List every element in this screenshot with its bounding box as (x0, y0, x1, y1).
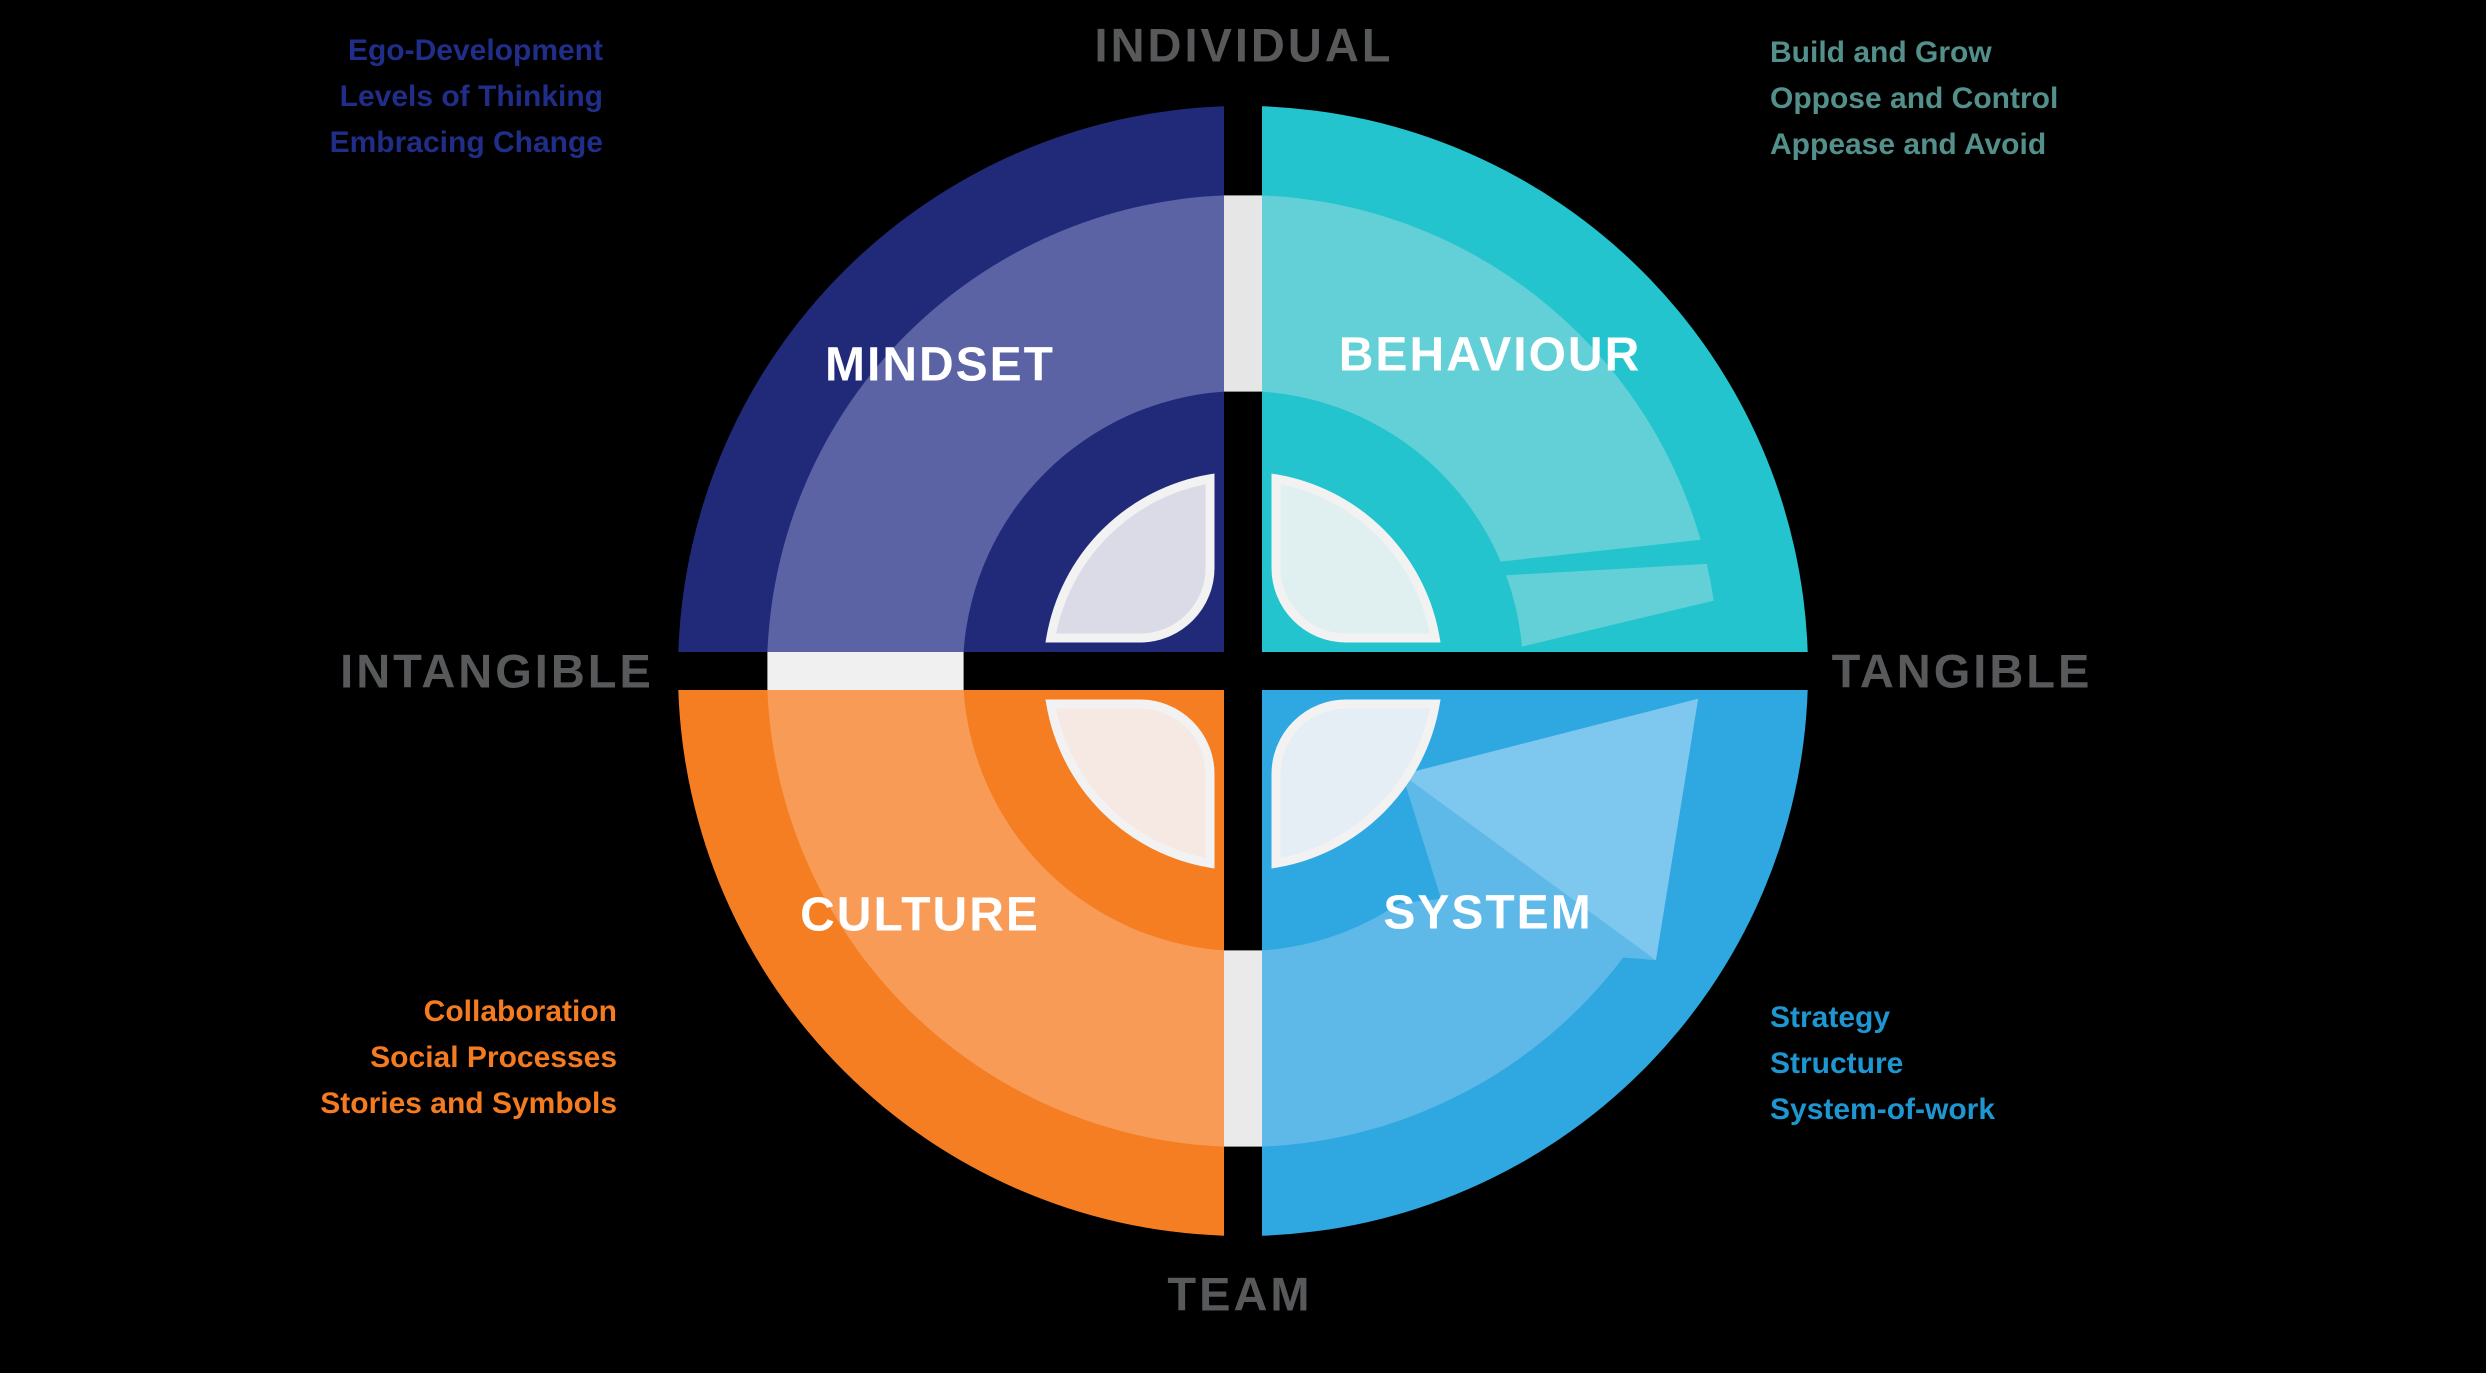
annotation-system: Strategy Structure System-of-work (1770, 995, 1995, 1133)
annotation-line: Appease and Avoid (1770, 128, 2047, 161)
annotation-line: Embracing Change (329, 126, 603, 159)
annotation-line: Levels of Thinking (339, 80, 603, 113)
culture-band (767, 690, 1224, 1147)
system-petal (1271, 699, 1441, 869)
quadrant-label-behaviour: BEHAVIOUR (1338, 328, 1642, 382)
annotation-line: System-of-work (1770, 1093, 1996, 1126)
axis-label-tangible: TANGIBLE (1831, 644, 2093, 698)
behaviour-band-end-segment (1506, 563, 1714, 647)
axis-label-individual: INDIVIDUAL (1094, 18, 1394, 72)
annotation-line: Stories and Symbols (320, 1087, 617, 1120)
annotation-behaviour: Build and Grow Oppose and Control Appeas… (1770, 30, 2058, 168)
behaviour-petal (1271, 473, 1441, 643)
mindset-petal (1045, 473, 1215, 643)
annotation-line: Build and Grow (1770, 36, 1992, 69)
axis-label-intangible: INTANGIBLE (340, 644, 654, 698)
quadrant-label-mindset: MINDSET (825, 338, 1055, 392)
left-gap-spacer (767, 652, 964, 690)
annotation-line: Social Processes (370, 1041, 617, 1074)
quadrant-label-culture: CULTURE (800, 888, 1040, 942)
annotation-culture: Collaboration Social Processes Stories a… (320, 989, 617, 1127)
top-gap-spacer (1224, 195, 1262, 392)
annotation-mindset: Ego-Development Levels of Thinking Embra… (330, 28, 603, 166)
annotation-line: Structure (1770, 1047, 1904, 1080)
system-arrow-head (1402, 698, 1699, 961)
bottom-gap-spacer (1224, 950, 1262, 1147)
mindset-band (767, 195, 1224, 652)
annotation-line: Ego-Development (347, 34, 603, 67)
culture-petal (1045, 699, 1215, 869)
behaviour-band (1262, 195, 1701, 562)
axis-label-team: TEAM (1167, 1267, 1313, 1321)
annotation-line: Collaboration (423, 995, 617, 1028)
quadrant-label-system: SYSTEM (1383, 886, 1593, 940)
annotation-line: Oppose and Control (1770, 82, 2059, 115)
annotation-line: Strategy (1770, 1001, 1891, 1034)
